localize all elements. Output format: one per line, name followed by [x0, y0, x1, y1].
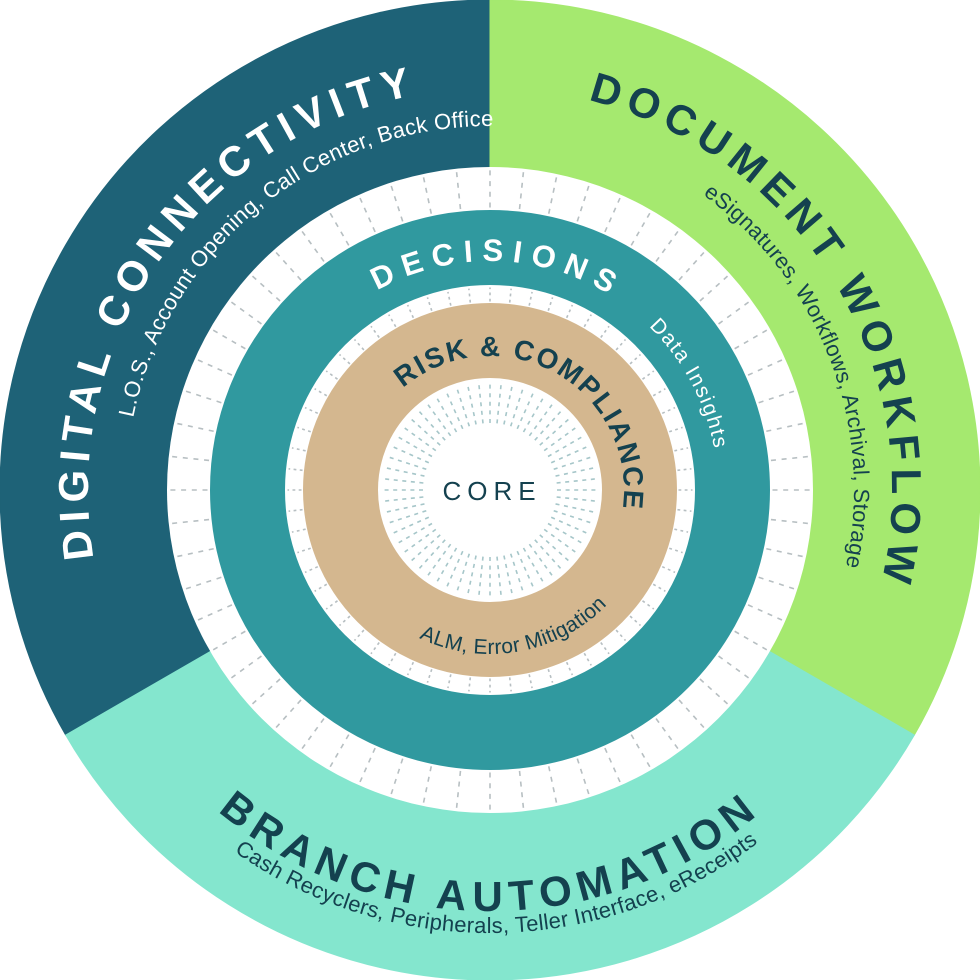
risk-compliance-ring — [303, 303, 677, 677]
core-label: CORE — [442, 476, 541, 506]
tick-ring-middle — [287, 287, 693, 693]
decisions-ring — [210, 210, 770, 770]
tick-burst-inner — [380, 380, 600, 600]
